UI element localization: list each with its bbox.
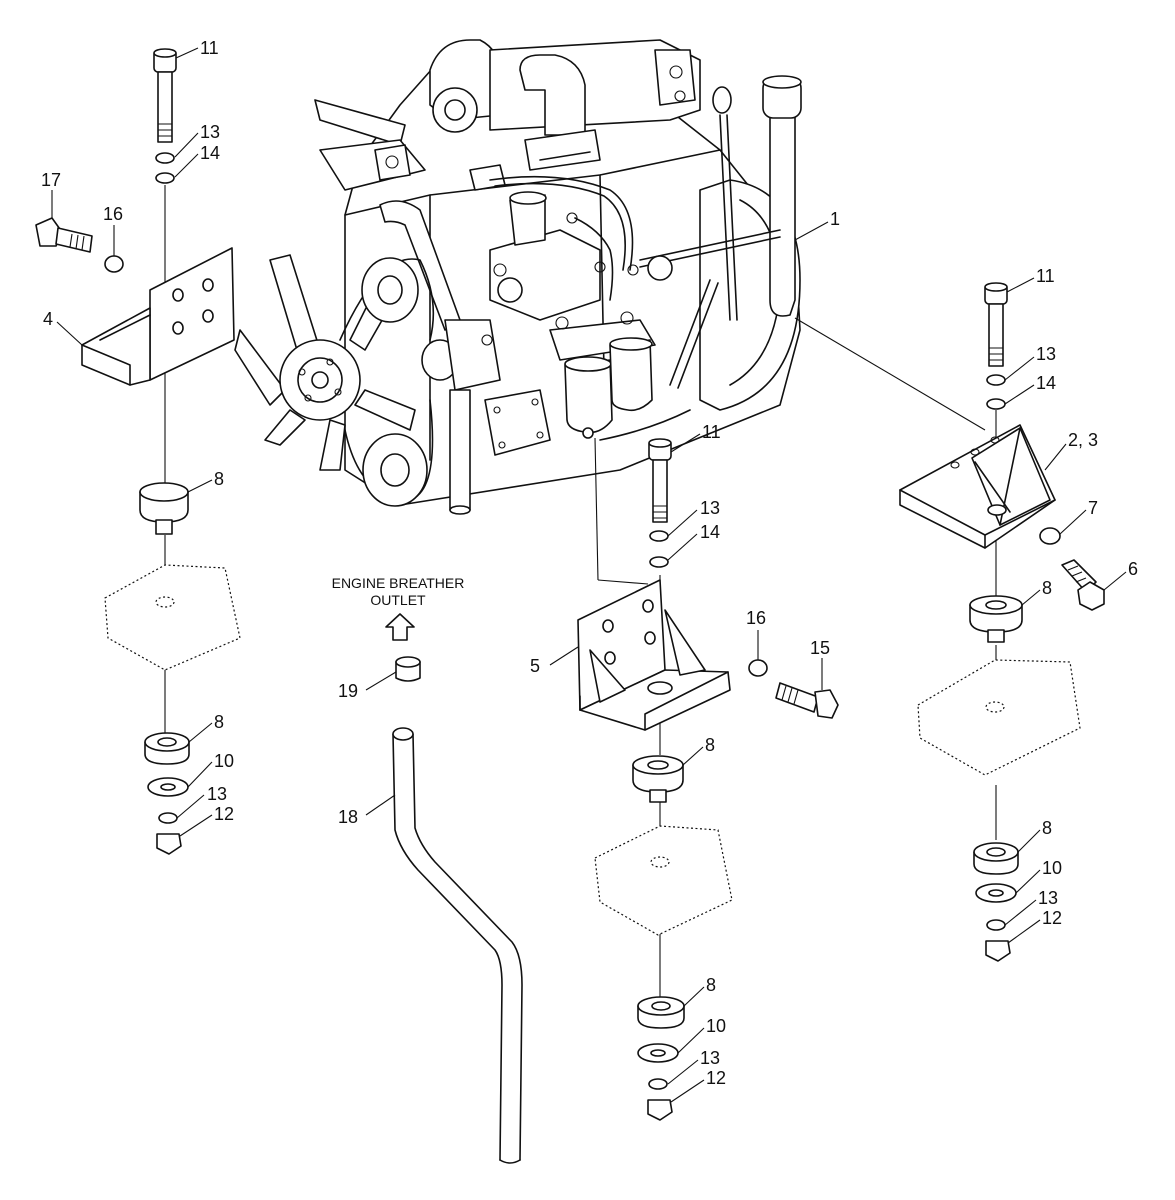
- bolt-11-center: [648, 438, 672, 523]
- frame-support-left: [104, 564, 241, 671]
- nut-12-center: [647, 1099, 673, 1121]
- callout-8-left-top: 8: [214, 469, 224, 489]
- callout-8-left-bottom: 8: [214, 712, 224, 732]
- bracket-5: [577, 579, 731, 731]
- callout-18: 18: [338, 807, 358, 827]
- frame-support-right: [917, 659, 1081, 776]
- callout-11-left: 11: [200, 38, 219, 58]
- rubber-mount-8-center-bottom: [637, 996, 685, 1029]
- callout-1: 1: [830, 209, 840, 229]
- rubber-mount-8-right-bottom: [973, 842, 1019, 875]
- washer-13-right-lower: [986, 919, 1006, 931]
- callout-8-center-top: 8: [705, 735, 715, 755]
- left-mount-stack: [35, 48, 241, 855]
- bolt-6: [1061, 559, 1105, 611]
- rubber-mount-8-center-top: [632, 755, 684, 803]
- washer-7: [1039, 527, 1061, 545]
- rubber-mount-8-left-bottom: [144, 732, 190, 765]
- center-mount-stack: [577, 437, 839, 1121]
- callout-14-center: 14: [700, 522, 720, 542]
- callout-13-left: 13: [200, 122, 220, 142]
- lockwasher-14-center: [649, 556, 669, 568]
- callout-19: 19: [338, 681, 358, 701]
- callout-16-center: 16: [746, 608, 766, 628]
- callout-11-center: 11: [702, 422, 721, 442]
- callout-10-right: 10: [1042, 858, 1062, 878]
- breather-cap-19: [395, 656, 421, 682]
- callout-4: 4: [43, 309, 53, 329]
- callout-14-left: 14: [200, 143, 220, 163]
- rubber-mount-8-right-top: [969, 595, 1023, 643]
- bracket-4: [81, 247, 235, 386]
- breather-hose-18: [392, 727, 523, 1164]
- callout-7: 7: [1088, 498, 1098, 518]
- callout-labels: 11 13 14 17 16 4 8 8 10 13 12 19 18 11 1…: [41, 38, 1138, 1088]
- caption-line1: ENGINE BREATHER: [332, 575, 465, 591]
- callout-12-center: 12: [706, 1068, 726, 1088]
- nut-12-right: [985, 940, 1011, 962]
- callout-13-right-lower: 13: [1038, 888, 1058, 908]
- callout-6: 6: [1128, 559, 1138, 579]
- engine-assembly: [234, 39, 802, 515]
- washer-13-right: [986, 374, 1006, 386]
- washer-13-left-lower: [158, 812, 178, 824]
- callout-2-3: 2, 3: [1068, 430, 1098, 450]
- callout-11-right: 11: [1036, 266, 1055, 286]
- washer-16-left: [104, 255, 124, 273]
- leader-lines: [51, 47, 1127, 1103]
- washer-13-center-lower: [648, 1078, 668, 1090]
- callout-13-center: 13: [700, 498, 720, 518]
- callout-13-left-lower: 13: [207, 784, 227, 804]
- callout-5: 5: [530, 656, 540, 676]
- callout-16-left: 16: [103, 204, 123, 224]
- cooling-fan: [234, 254, 416, 471]
- fuel-filter: [549, 311, 656, 439]
- bolt-15: [775, 682, 839, 719]
- rubber-mount-8-left-top: [139, 482, 189, 535]
- nut-12-left: [156, 833, 182, 855]
- lockwasher-14-right: [986, 398, 1006, 410]
- callout-10-center: 10: [706, 1016, 726, 1036]
- callout-8-right-bottom: 8: [1042, 818, 1052, 838]
- frame-support-center: [594, 825, 733, 936]
- callout-14-right: 14: [1036, 373, 1056, 393]
- washer-13-center: [649, 530, 669, 542]
- washer-13-left: [155, 152, 175, 164]
- bolt-17: [35, 217, 93, 253]
- bolt-11-left: [153, 48, 177, 143]
- callout-8-right-top: 8: [1042, 578, 1052, 598]
- callout-13-right: 13: [1036, 344, 1056, 364]
- lockwasher-14-left: [155, 172, 175, 184]
- callout-8-center-bottom: 8: [706, 975, 716, 995]
- breather-outlet-group: ENGINE BREATHER OUTLET: [332, 575, 523, 1164]
- right-mount-stack: [794, 282, 1105, 962]
- arrow-up-icon: [385, 613, 415, 641]
- callout-13-center-lower: 13: [700, 1048, 720, 1068]
- caption-line2: OUTLET: [370, 592, 426, 608]
- bracket-2-3: [899, 424, 1056, 549]
- bolt-11-right: [984, 282, 1008, 367]
- callout-17: 17: [41, 170, 61, 190]
- washer-16-center: [748, 659, 768, 677]
- callout-10-left: 10: [214, 751, 234, 771]
- callout-12-right: 12: [1042, 908, 1062, 928]
- callout-12-left: 12: [214, 804, 234, 824]
- callout-15: 15: [810, 638, 830, 658]
